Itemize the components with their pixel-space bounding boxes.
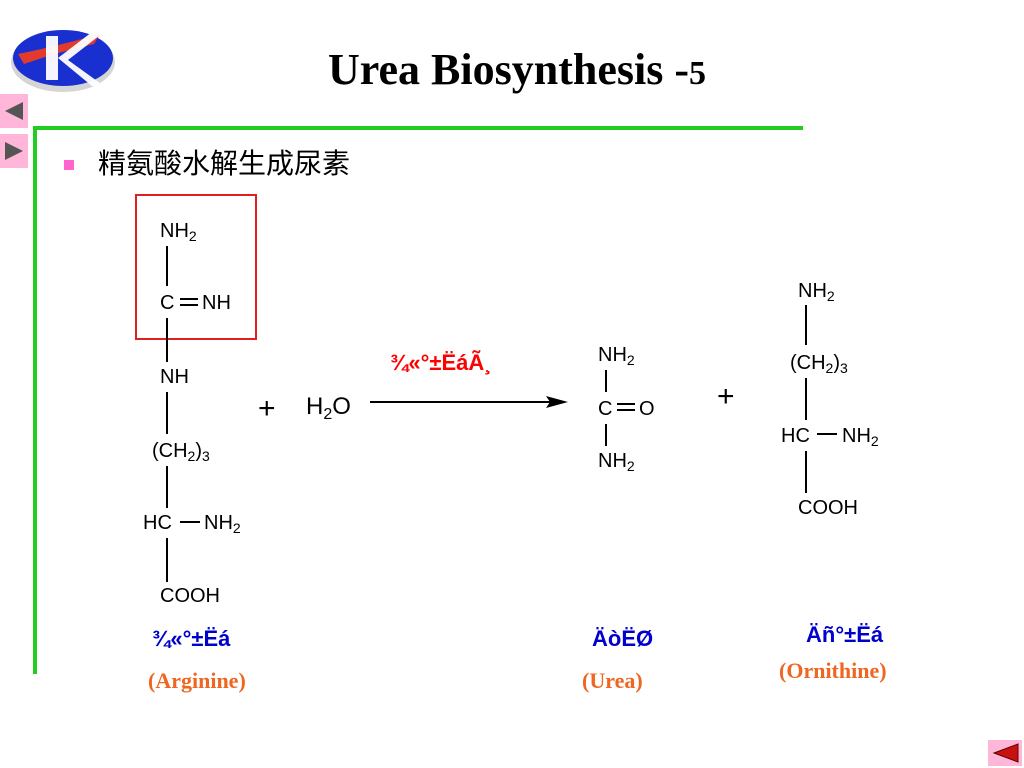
arg-ch2: (CH2)3 xyxy=(152,440,210,464)
orn-ch2: (CH2)3 xyxy=(790,352,848,376)
ornithine-cn-label: Äñ°±Ëá xyxy=(806,622,884,647)
back-triangle-icon xyxy=(992,743,1019,763)
orn-hc: HC xyxy=(781,425,810,447)
urea-c: C xyxy=(598,398,613,420)
guanidino-highlight-box xyxy=(135,194,257,340)
urea-nh2-top: NH2 xyxy=(598,344,635,368)
urea-bond-bottom xyxy=(605,424,607,446)
arg-bond-3 xyxy=(166,392,168,434)
arg-nh-side: NH xyxy=(202,292,231,314)
next-slide-button[interactable] xyxy=(0,134,28,168)
left-triangle-icon xyxy=(5,102,23,120)
page-title: Urea Biosynthesis -5 xyxy=(328,45,706,94)
divider-left xyxy=(33,126,37,674)
right-triangle-icon xyxy=(5,142,23,160)
reaction-arrow xyxy=(370,396,568,408)
urea-nh2-bottom: NH2 xyxy=(598,450,635,474)
urea-o: O xyxy=(639,398,655,420)
orn-bond-hc-nh2 xyxy=(817,433,837,435)
arg-cooh: COOH xyxy=(160,585,220,607)
arg-bond-hc-nh2 xyxy=(180,521,200,523)
bullet-text: 精氨酸水解生成尿素 xyxy=(98,147,351,180)
arg-nh2-side: NH2 xyxy=(204,512,241,536)
arginine-cn-label: ¾«°±Ëá xyxy=(152,626,231,651)
plus-sign-1: + xyxy=(258,392,276,425)
arg-bond-4 xyxy=(166,466,168,508)
arg-double-bond-b xyxy=(180,304,198,306)
orn-nh2-side: NH2 xyxy=(842,425,879,449)
arg-nh: NH xyxy=(160,366,189,388)
arg-bond-2 xyxy=(166,318,168,362)
orn-nh2-top: NH2 xyxy=(798,280,835,304)
orn-bond-2 xyxy=(805,378,807,420)
urea-double-bond-a xyxy=(617,403,635,405)
arg-bond-1 xyxy=(166,246,168,286)
orn-bond-1 xyxy=(805,305,807,345)
logo xyxy=(11,30,115,92)
ornithine-en-label: (Ornithine) xyxy=(779,658,887,683)
enzyme-label: ¾«°±ËáÃ¸ xyxy=(390,350,492,375)
urea-double-bond-b xyxy=(617,409,635,411)
arg-bond-5 xyxy=(166,538,168,582)
return-button[interactable] xyxy=(988,740,1022,766)
urea-en-label: (Urea) xyxy=(582,668,643,693)
divider-top xyxy=(33,126,803,130)
bullet-marker xyxy=(64,160,74,170)
orn-bond-3 xyxy=(805,451,807,493)
arg-double-bond-a xyxy=(180,298,198,300)
urea-cn-label: ÄòËØ xyxy=(592,626,654,651)
urea-bond-top xyxy=(605,370,607,392)
arg-hc: HC xyxy=(143,512,172,534)
prev-slide-button[interactable] xyxy=(0,94,28,128)
arginine-en-label: (Arginine) xyxy=(148,668,246,693)
plus-sign-2: + xyxy=(717,380,735,413)
arg-c: C xyxy=(160,292,175,314)
arg-nh2-top: NH2 xyxy=(160,220,197,244)
water-formula: H2O xyxy=(306,393,351,423)
orn-cooh: COOH xyxy=(798,497,858,519)
